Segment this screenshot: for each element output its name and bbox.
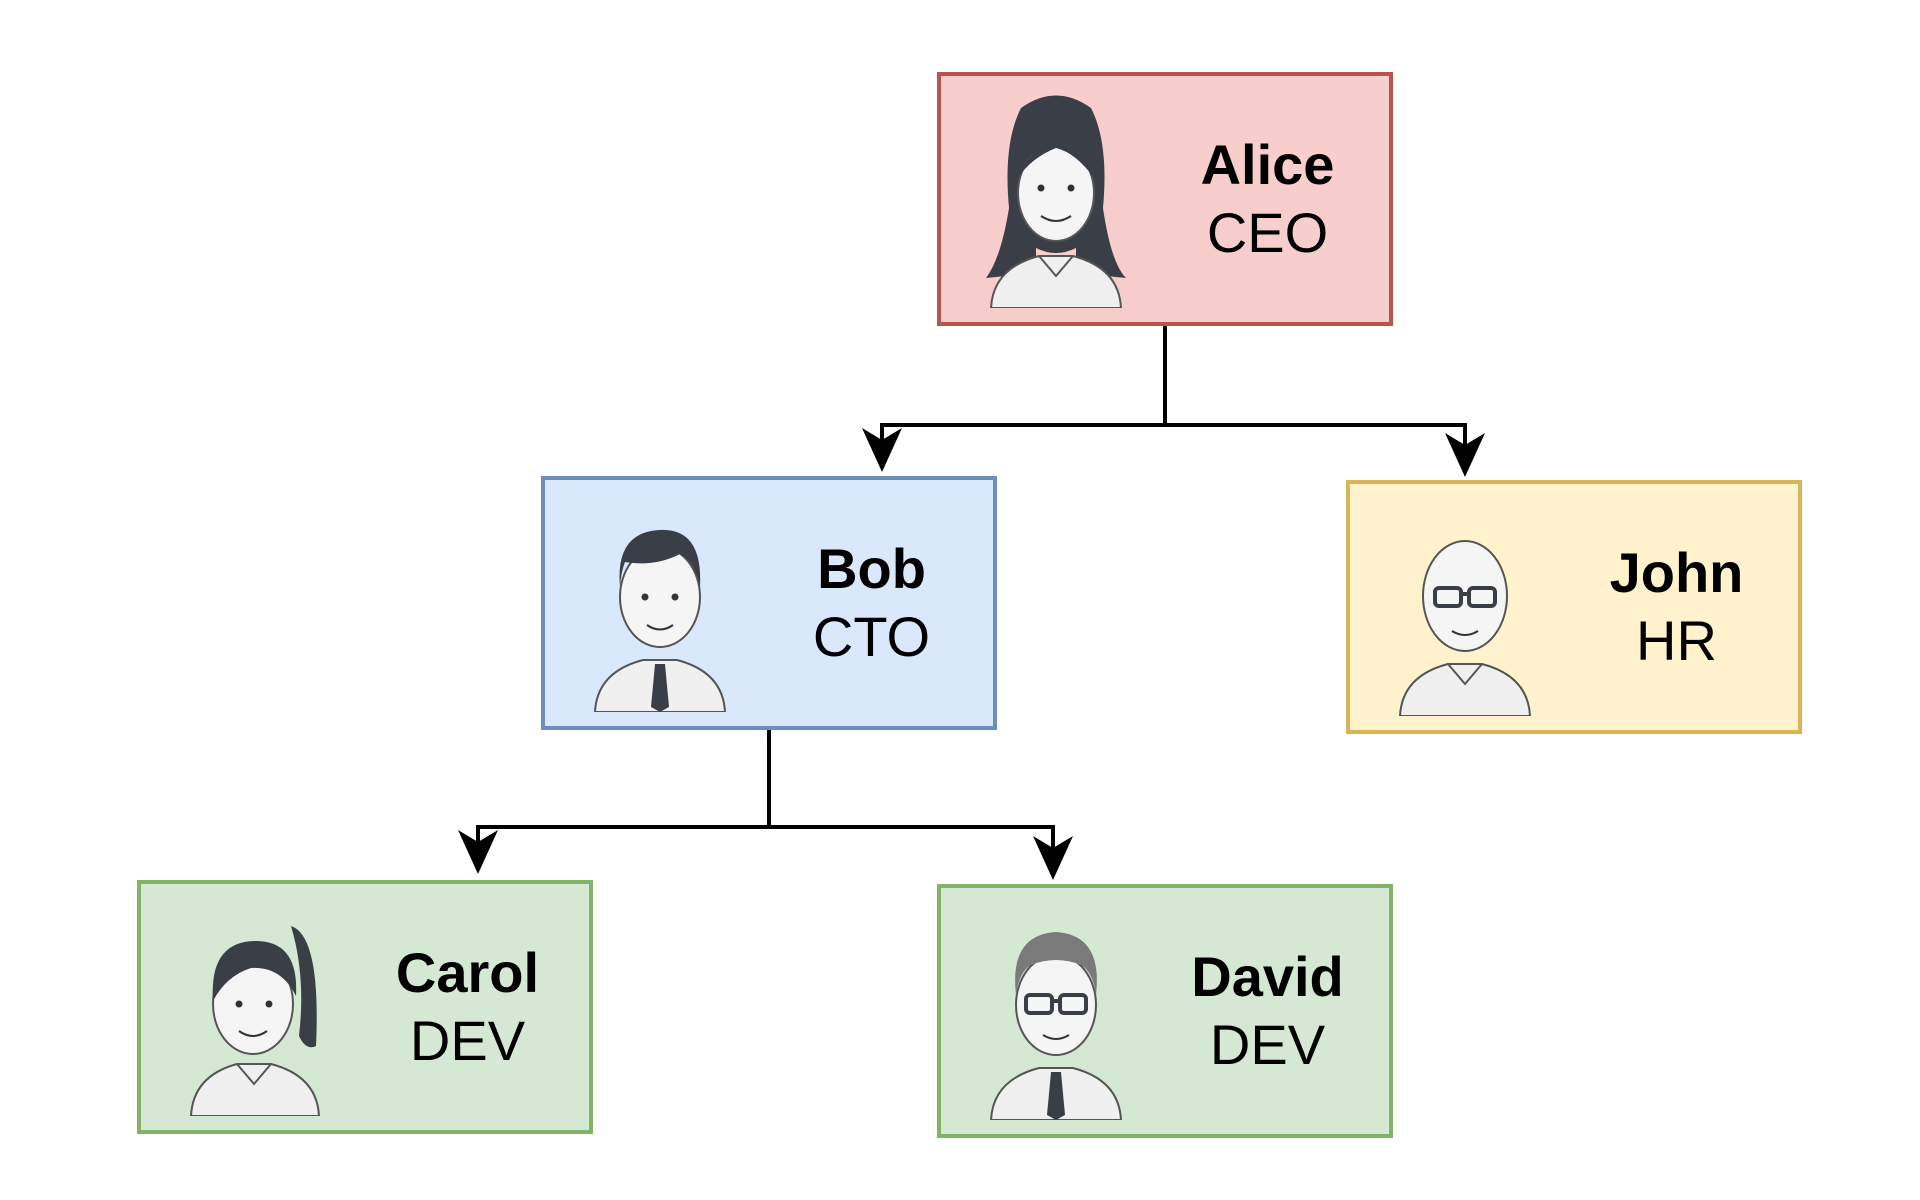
edge-bob-david [769, 825, 1055, 874]
node-alice-name: Alice [1200, 133, 1335, 196]
edge-alice-john [1165, 423, 1467, 470]
node-bob-text: Bob CTO [760, 480, 983, 726]
arrow-alice-bob [862, 428, 902, 472]
node-bob-role: CTO [812, 605, 931, 668]
node-david[interactable]: David DEV [937, 884, 1393, 1138]
woman-long-hair-icon [986, 95, 1126, 308]
man-with-tie-icon [593, 529, 727, 712]
node-carol-text: Carol DEV [356, 884, 579, 1130]
arrow-alice-john [1445, 433, 1485, 477]
arrow-bob-carol [458, 830, 498, 874]
node-carol-role: DEV [409, 1009, 526, 1072]
node-carol-name: Carol [395, 941, 540, 1004]
node-alice-role: CEO [1206, 201, 1329, 264]
edge-alice-bob [880, 325, 1167, 466]
arrow-bob-david [1033, 836, 1073, 880]
node-bob-name: Bob [817, 537, 926, 600]
node-carol[interactable]: Carol DEV [137, 880, 593, 1134]
man-glasses-tie-icon [989, 932, 1123, 1120]
node-john[interactable]: John HR [1346, 480, 1802, 734]
node-john-role: HR [1636, 609, 1717, 672]
woman-ponytail-icon [189, 926, 321, 1116]
node-david-role: DEV [1209, 1013, 1326, 1076]
node-bob[interactable]: Bob CTO [541, 476, 997, 730]
node-alice-text: Alice CEO [1156, 76, 1379, 322]
node-alice[interactable]: Alice CEO [937, 72, 1393, 326]
node-david-text: David DEV [1156, 888, 1379, 1134]
node-david-name: David [1191, 945, 1344, 1008]
bald-man-glasses-icon [1398, 540, 1532, 716]
node-john-text: John HR [1565, 484, 1788, 730]
node-john-name: John [1609, 541, 1744, 604]
edge-bob-carol [476, 728, 771, 870]
